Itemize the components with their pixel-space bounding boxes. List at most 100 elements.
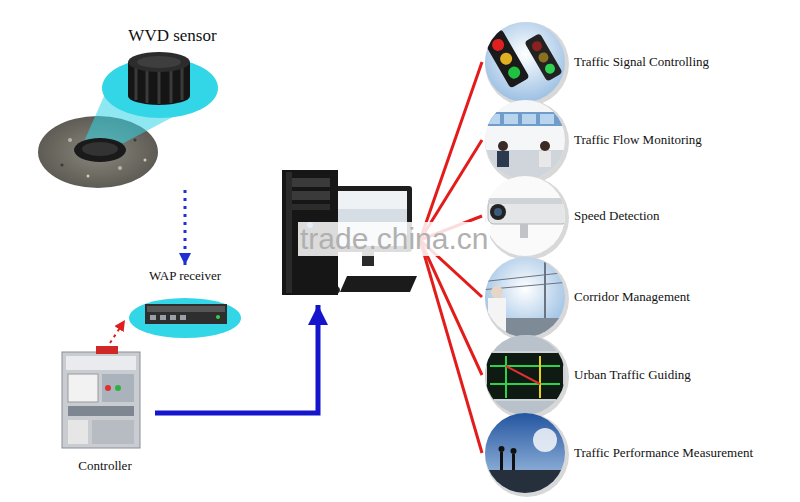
camera-picture-part-part: [520, 224, 528, 238]
node-label: Traffic Performance Measurement: [574, 445, 753, 461]
monitoring-picture-part-part: [540, 141, 550, 151]
performance-picture-part-part: [480, 409, 570, 499]
guiding-picture-part-part: [490, 383, 560, 385]
sensor-picture: [38, 52, 218, 188]
receiver-picture-part: [129, 298, 241, 338]
sensor-picture-part: [146, 68, 149, 103]
corridor-picture-part-part: [480, 272, 570, 282]
application-node: Corridor Management: [482, 254, 787, 340]
monitoring-picture-part-part: [486, 114, 500, 124]
receiver-picture-part: [180, 315, 186, 320]
signal-picture-part-part-part: [498, 51, 514, 67]
controller-picture-part: [68, 406, 134, 416]
signal-picture-part-part-part: [530, 39, 544, 53]
sensor-picture-part: [144, 159, 147, 162]
signal-picture-part: [480, 18, 570, 108]
performance-picture-part-part: [511, 448, 517, 454]
controller-picture-part: [92, 420, 134, 444]
monitoring-picture-part-part: [522, 114, 536, 124]
sensor-picture-part: [74, 138, 126, 162]
application-node: Traffic Flow Monitoring: [482, 97, 787, 183]
receiver-picture-part: [147, 306, 225, 312]
performance-picture: [480, 409, 570, 500]
sensor-picture-part: [158, 68, 161, 104]
computer-picture-part: [290, 178, 330, 187]
corridor-picture-part-part: [480, 253, 570, 343]
sensor-picture-part: [128, 52, 190, 72]
performance-picture-part-part: [499, 446, 505, 452]
camera-picture-part-part: [488, 198, 568, 204]
computer-picture-part: [286, 172, 292, 293]
guiding-picture-part-part: [480, 331, 570, 421]
signal-picture-part-part: [524, 33, 563, 82]
camera-picture-part-part: [480, 172, 570, 262]
computer-picture-part: [340, 276, 417, 292]
node-label: Traffic Flow Monitoring: [574, 132, 702, 148]
node-label: WAP receiver: [149, 268, 221, 284]
node-label: Corridor Management: [574, 289, 690, 305]
node-label: Controller: [78, 458, 131, 474]
monitoring-picture-part-part: [482, 112, 568, 126]
node-label: Urban Traffic Guiding: [574, 367, 691, 383]
sensor-picture-part: [68, 138, 72, 142]
monitoring-picture-part-part: [539, 151, 551, 167]
sensor-picture-part: [170, 68, 173, 103]
computer-picture-part: [335, 191, 407, 209]
application-node: Traffic Performance Measurement: [482, 410, 787, 496]
application-link: [420, 240, 482, 375]
monitoring-picture-part-part: [498, 141, 508, 151]
computer-picture-part: [290, 204, 330, 210]
monitoring-picture: [480, 96, 570, 190]
controller-node: Controller: [55, 343, 155, 480]
watermark: trade.china.cn: [298, 222, 490, 256]
receiver-picture-part: [150, 315, 156, 320]
monitoring-picture-part-part: [504, 114, 518, 124]
node-label: WVD sensor: [128, 26, 216, 46]
controller-picture-part: [96, 346, 118, 354]
receiver-picture-part: [170, 315, 176, 320]
performance-picture-part-part: [512, 454, 515, 470]
signal-picture-part-part-part: [506, 64, 522, 80]
guiding-picture-part: [480, 331, 570, 421]
receiver-node: WAP receiver: [125, 265, 245, 340]
guiding-picture-part-part: [539, 356, 541, 398]
data-arrow: [155, 305, 318, 413]
guiding-picture-part-part: [486, 352, 564, 400]
signal-picture-part-part-part: [490, 37, 506, 53]
receiver-picture: [129, 298, 241, 338]
monitoring-picture-part-part: [540, 114, 554, 124]
controller-picture-part: [115, 385, 121, 391]
receiver-picture-part: [145, 304, 227, 324]
guiding-picture-part-part: [490, 365, 560, 367]
signal-picture-part-part-part: [524, 33, 563, 82]
monitoring-picture-part: [480, 96, 570, 190]
sensor-picture-part: [118, 166, 122, 170]
guiding-picture: [480, 331, 570, 421]
signal-picture-part-part-part: [543, 62, 557, 76]
sensor-picture-part: [181, 66, 184, 100]
controller-picture: [62, 346, 140, 448]
receiver-picture-part: [216, 315, 220, 319]
camera-picture-part-part: [490, 204, 506, 220]
corridor-picture-part-part: [491, 286, 503, 298]
sensor-picture-part: [135, 66, 138, 100]
sensor-picture-part: [87, 175, 90, 178]
corridor-picture-part-part: [488, 298, 506, 338]
signal-picture-part-part-part: [537, 51, 551, 65]
guiding-picture-part-part: [505, 356, 507, 398]
application-link: [420, 240, 482, 453]
application-node: Urban Traffic Guiding: [482, 332, 787, 418]
controller-picture-part: [105, 385, 111, 391]
application-link: [420, 62, 482, 240]
sensor-node: WVD sensor: [35, 18, 235, 190]
controller-picture-part: [68, 420, 88, 444]
corridor-picture-part: [480, 253, 570, 343]
performance-picture-part-part: [533, 428, 557, 452]
camera-picture-part: [480, 172, 570, 262]
signal-picture-part-part: [483, 29, 530, 88]
controller-picture-part: [66, 356, 136, 370]
monitoring-picture-part-part: [497, 151, 509, 167]
guiding-picture-part-part: [506, 366, 540, 384]
corridor-picture: [480, 253, 570, 343]
